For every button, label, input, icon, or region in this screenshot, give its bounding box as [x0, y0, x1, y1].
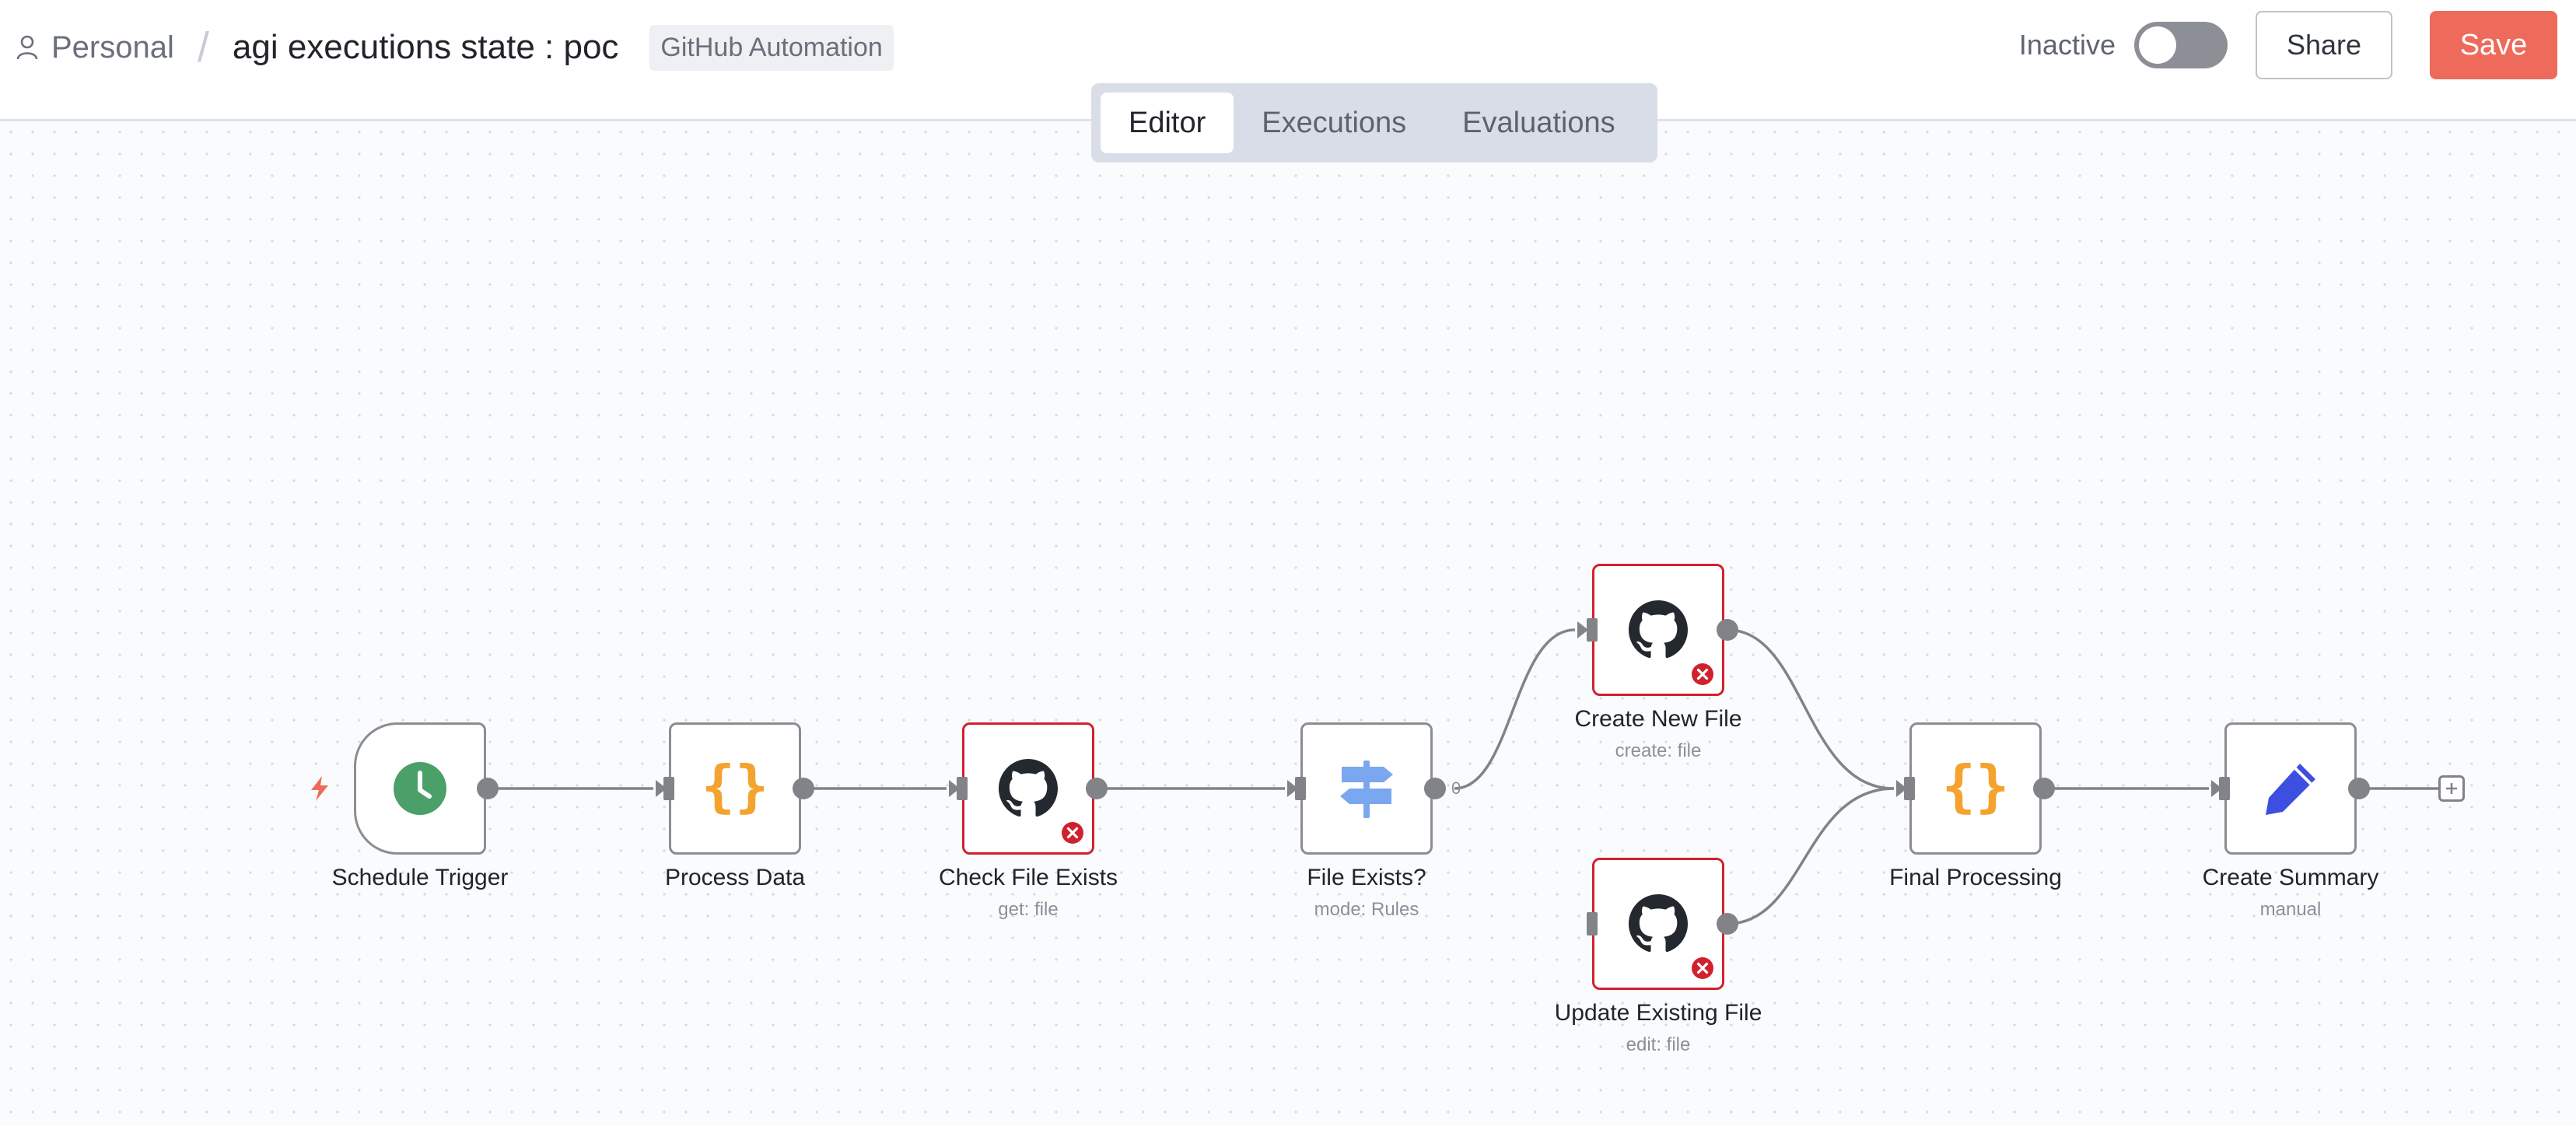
- tab-evaluations[interactable]: Evaluations: [1462, 106, 1615, 139]
- node-process-data[interactable]: {}: [669, 722, 801, 855]
- input-handle[interactable]: [1904, 777, 1915, 800]
- node-label: Create New File: [1574, 706, 1742, 732]
- node-subtitle: get: file: [998, 899, 1059, 920]
- clock-icon: [394, 762, 446, 815]
- code-braces-icon: {}: [704, 757, 766, 819]
- code-braces-icon: {}: [1944, 757, 2007, 819]
- output-handle[interactable]: [1086, 778, 1108, 799]
- share-button[interactable]: Share: [2256, 11, 2392, 79]
- node-subtitle: create: file: [1615, 740, 1702, 761]
- output-handle[interactable]: [2348, 778, 2370, 799]
- input-handle[interactable]: [663, 777, 674, 800]
- arrow-process: [656, 780, 667, 797]
- node-schedule-trigger[interactable]: [354, 722, 486, 855]
- node-create-summary[interactable]: [2224, 722, 2357, 855]
- trigger-bolt-icon: [311, 776, 328, 801]
- save-button[interactable]: Save: [2430, 11, 2557, 79]
- arrow-summary: [2211, 780, 2222, 797]
- node-subtitle: edit: file: [1626, 1034, 1691, 1055]
- breadcrumb-separator: /: [197, 24, 209, 71]
- view-tabs: Editor Executions Evaluations: [1091, 83, 1657, 163]
- edge-create-final: [1727, 628, 1895, 790]
- input-handle[interactable]: [1295, 777, 1306, 800]
- arrow-check: [949, 780, 960, 797]
- active-toggle[interactable]: [2134, 22, 2228, 68]
- github-icon: [1629, 600, 1688, 659]
- toggle-knob: [2139, 26, 2176, 64]
- node-create-new-file[interactable]: [1592, 564, 1724, 696]
- output-handle[interactable]: [1717, 619, 1738, 641]
- add-node-button[interactable]: [2438, 775, 2465, 802]
- node-subtitle: mode: Rules: [1314, 899, 1419, 920]
- node-subtitle: manual: [2259, 899, 2322, 920]
- active-status-label: Inactive: [2018, 29, 2116, 61]
- svg-text:{}: {}: [704, 757, 766, 819]
- edge-ifexists-create: [1454, 628, 1576, 790]
- input-handle[interactable]: [1587, 618, 1598, 642]
- node-final-processing[interactable]: {}: [1909, 722, 2042, 855]
- workflow-name[interactable]: agi executions state : poc: [232, 28, 619, 66]
- workflow-canvas[interactable]: [0, 121, 2576, 1126]
- node-label: Final Processing: [1889, 865, 2062, 890]
- tab-editor[interactable]: Editor: [1101, 93, 1234, 153]
- node-check-file-exists[interactable]: [962, 722, 1094, 855]
- input-handle[interactable]: [2219, 777, 2230, 800]
- output-handle[interactable]: [477, 778, 499, 799]
- branch-output-label: 0: [1451, 778, 1461, 798]
- user-icon: [16, 35, 38, 60]
- error-icon: [1692, 957, 1713, 979]
- input-handle[interactable]: [1587, 912, 1598, 935]
- breadcrumb-project-link[interactable]: Personal: [51, 30, 174, 65]
- output-handle[interactable]: [1424, 778, 1446, 799]
- node-file-exists[interactable]: [1300, 722, 1433, 855]
- node-label: Schedule Trigger: [331, 865, 509, 890]
- output-handle[interactable]: [1717, 913, 1738, 935]
- github-icon: [1629, 894, 1688, 953]
- output-handle[interactable]: [2033, 778, 2055, 799]
- error-icon: [1062, 822, 1083, 844]
- node-label: Update Existing File: [1554, 1000, 1762, 1026]
- svg-text:{}: {}: [1944, 757, 2007, 819]
- signpost-icon: [1340, 761, 1393, 818]
- tab-executions[interactable]: Executions: [1262, 106, 1407, 139]
- top-header: Personal / agi executions state : poc Gi…: [0, 0, 2576, 121]
- arrow-create: [1577, 621, 1588, 638]
- arrow-ifexists: [1287, 780, 1298, 797]
- node-update-existing-file[interactable]: [1592, 858, 1724, 990]
- node-label: Create Summary: [2202, 865, 2379, 890]
- arrow-final: [1896, 780, 1907, 797]
- node-label: File Exists?: [1307, 865, 1426, 890]
- node-label: Check File Exists: [938, 865, 1118, 890]
- input-handle[interactable]: [957, 777, 968, 800]
- github-icon: [999, 759, 1058, 817]
- pencil-icon: [2266, 764, 2315, 815]
- plus-icon: [2446, 783, 2457, 794]
- error-icon: [1692, 663, 1713, 685]
- header-actions: Inactive Share Save: [2019, 9, 2557, 81]
- workflow-tag[interactable]: GitHub Automation: [649, 24, 894, 71]
- output-handle[interactable]: [793, 778, 814, 799]
- node-label: Process Data: [664, 865, 806, 890]
- edge-update-final: [1727, 787, 1895, 925]
- breadcrumb: Personal / agi executions state : poc Gi…: [16, 20, 894, 75]
